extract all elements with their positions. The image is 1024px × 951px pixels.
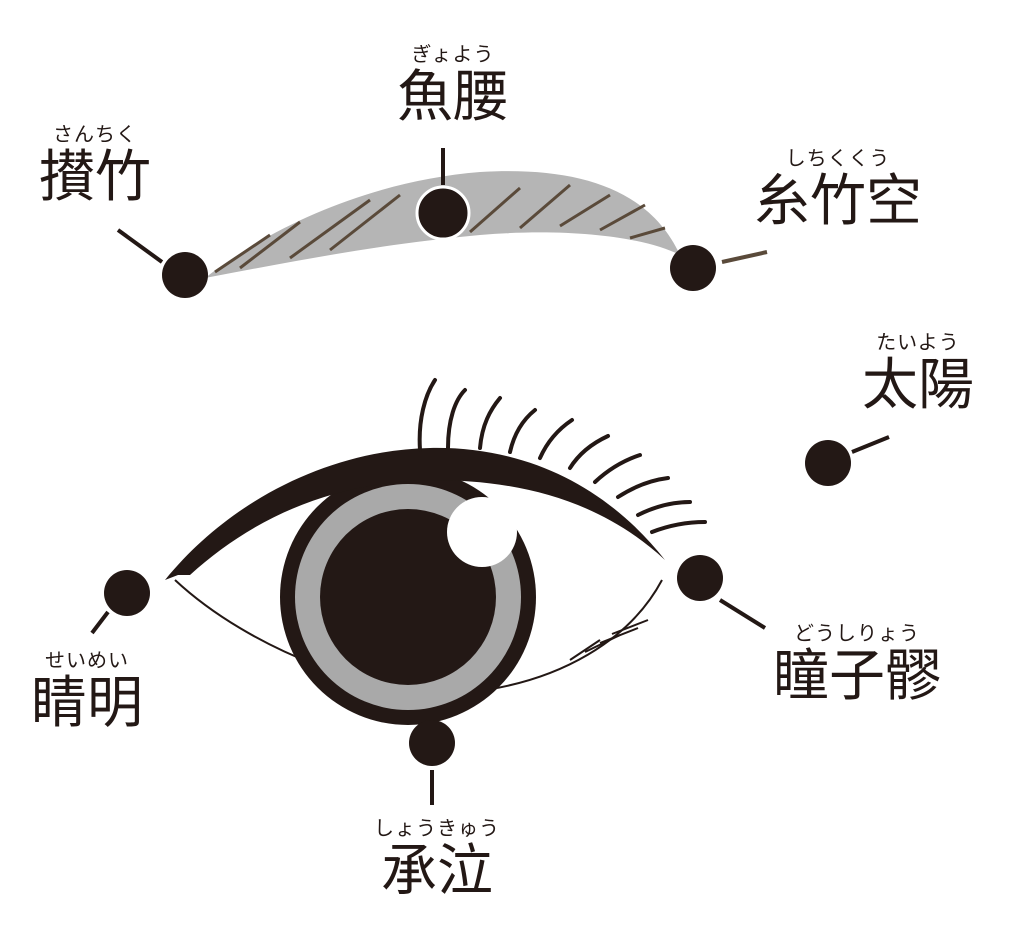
label-doshiryo: どうしりょう 瞳子髎 bbox=[773, 621, 941, 709]
point-sanchiku-dot[interactable] bbox=[162, 252, 208, 298]
point-shichikukuu-dot[interactable] bbox=[670, 245, 716, 291]
point-name: 瞳子髎 bbox=[773, 644, 941, 709]
point-name: 糸竹空 bbox=[754, 169, 922, 234]
point-seimei-dot[interactable] bbox=[104, 570, 150, 616]
point-name: 睛明 bbox=[31, 671, 143, 736]
leader-lines bbox=[90, 148, 890, 805]
point-gyoyo-dot[interactable] bbox=[415, 185, 471, 241]
reading: しょうきゅう bbox=[374, 816, 500, 840]
point-doshiryo-dot[interactable] bbox=[677, 555, 723, 601]
reading: さんちく bbox=[53, 122, 137, 146]
label-gyoyo: ぎょよう 魚腰 bbox=[397, 42, 509, 130]
lower-lashes bbox=[569, 619, 649, 661]
reading: せいめい bbox=[45, 648, 129, 672]
eye-highlight bbox=[447, 497, 517, 567]
point-name: 攅竹 bbox=[39, 145, 151, 210]
point-name: 魚腰 bbox=[397, 65, 509, 130]
eyebrow-hairs bbox=[214, 183, 666, 274]
pupil bbox=[320, 509, 496, 685]
label-sanchiku: さんちく 攅竹 bbox=[39, 122, 151, 210]
point-taiyo-dot[interactable] bbox=[805, 440, 851, 486]
reading: どうしりょう bbox=[794, 621, 920, 645]
label-seimei: せいめい 睛明 bbox=[31, 648, 143, 736]
upper-lashes bbox=[417, 378, 707, 534]
label-shokyu: しょうきゅう 承泣 bbox=[374, 816, 500, 904]
point-name: 承泣 bbox=[381, 839, 493, 904]
label-shichikukuu: しちくくう 糸竹空 bbox=[754, 146, 922, 234]
reading: しちくくう bbox=[785, 146, 891, 170]
upper-eyelid bbox=[165, 447, 665, 580]
label-taiyo: たいよう 太陽 bbox=[862, 330, 974, 418]
reading: たいよう bbox=[876, 330, 960, 354]
point-name: 太陽 bbox=[862, 353, 974, 418]
reading: ぎょよう bbox=[411, 42, 495, 66]
point-shokyu-dot[interactable] bbox=[409, 720, 455, 766]
